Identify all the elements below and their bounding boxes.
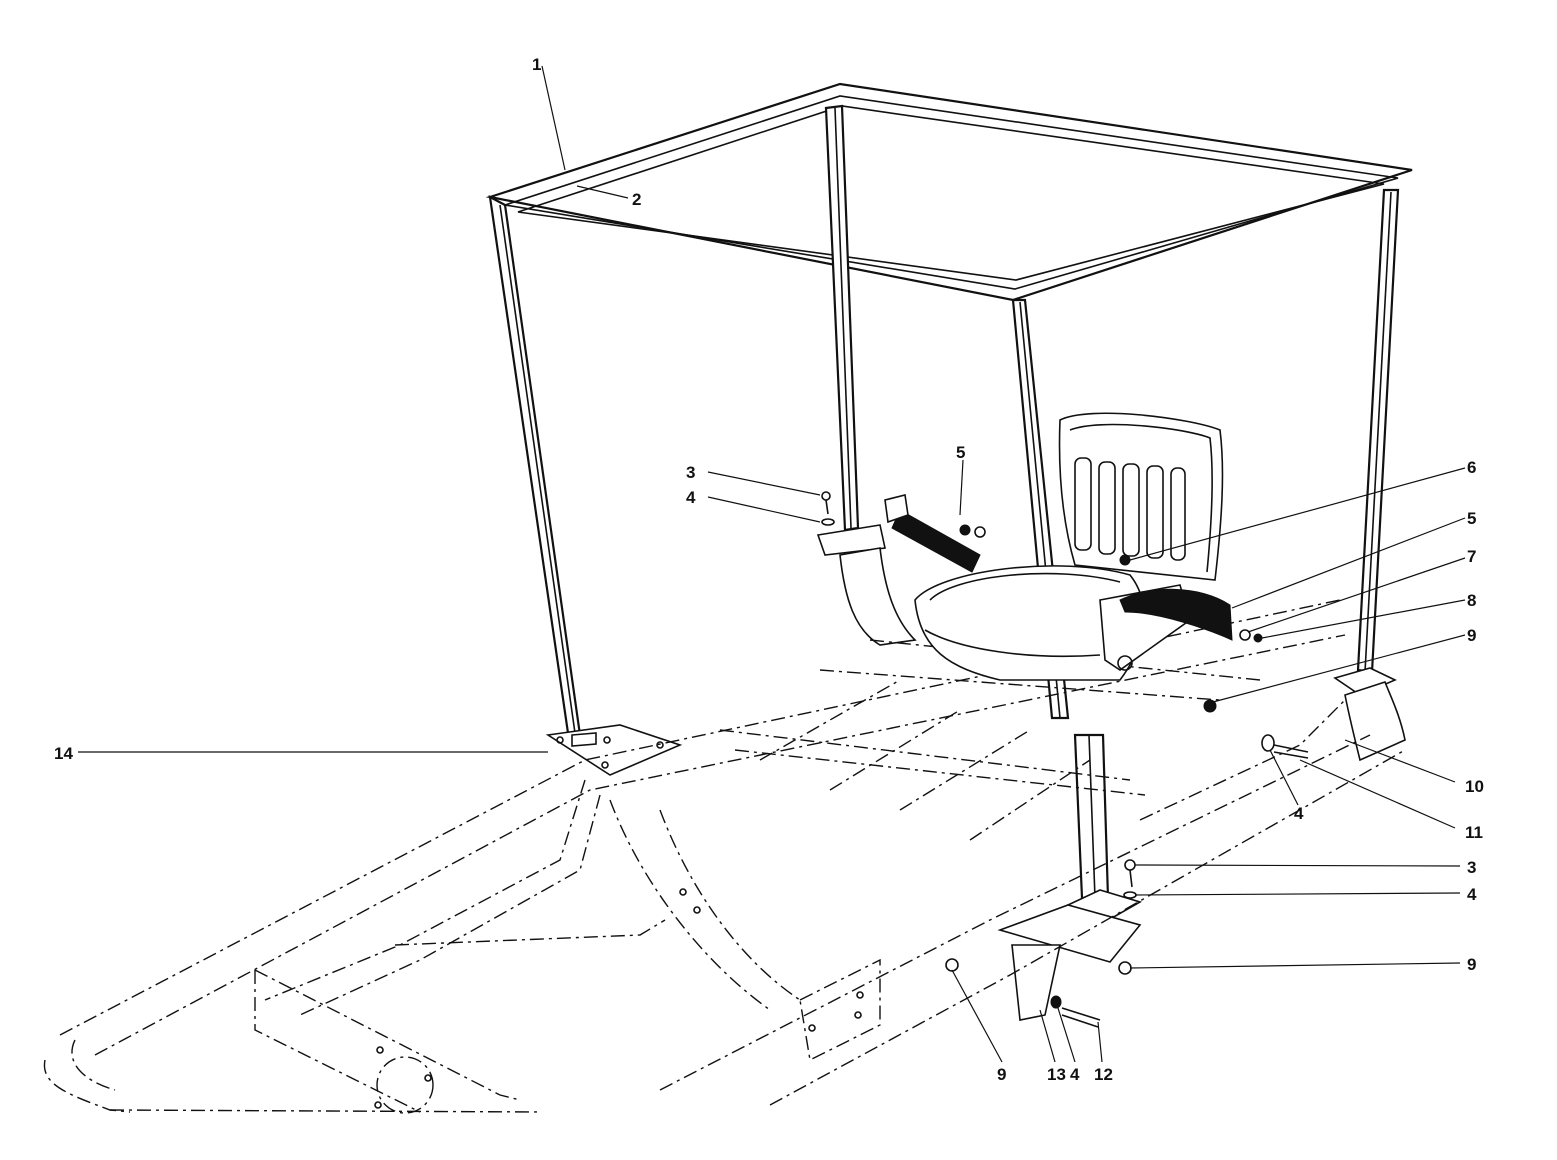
callout-1: 1	[532, 55, 541, 74]
callout-3-lower: 3	[1467, 858, 1476, 877]
callout-5-left: 5	[956, 443, 965, 462]
callout-2: 2	[632, 190, 641, 209]
callout-6: 6	[1467, 458, 1476, 477]
callout-12: 12	[1094, 1065, 1113, 1084]
roll-cage-frame	[485, 82, 1413, 1021]
seat-assembly	[884, 412, 1233, 681]
callout-9-lower-right: 9	[1467, 955, 1476, 974]
callout-13: 13	[1047, 1065, 1066, 1084]
callout-4-upper: 4	[686, 488, 696, 507]
fasteners	[821, 491, 1309, 1028]
leader-lines	[78, 65, 1466, 1063]
callout-5-right: 5	[1467, 509, 1476, 528]
callout-4-bottom: 4	[1070, 1065, 1080, 1084]
callout-14: 14	[54, 744, 73, 763]
callout-11: 11	[1465, 823, 1483, 842]
callout-8: 8	[1467, 591, 1476, 610]
callout-9-lower-left: 9	[997, 1065, 1006, 1084]
callout-10: 10	[1465, 777, 1484, 796]
callout-3-upper: 3	[686, 463, 695, 482]
callout-labels: 1 2 3 4 5 6 5 7 8 9 10 11 4 14 3 4 9 9 1…	[54, 55, 1484, 1084]
vehicle-chassis	[43, 599, 1406, 1114]
callout-9-mid: 9	[1467, 626, 1476, 645]
callout-4-right: 4	[1294, 804, 1304, 823]
callout-4-lower: 4	[1467, 885, 1477, 904]
callout-7: 7	[1467, 547, 1476, 566]
